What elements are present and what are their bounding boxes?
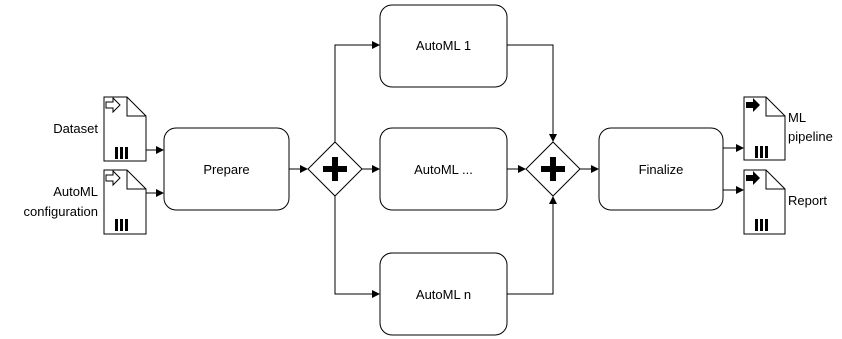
edge-split-to-automl-1 (334, 41, 380, 142)
three-bars-icon (755, 146, 768, 158)
filled-arrow-icon (746, 98, 760, 112)
hollow-arrow-icon (105, 169, 121, 187)
dataset-input-object (103, 96, 147, 162)
finalize-task (598, 127, 724, 211)
edge-split-to-automl-n (334, 196, 380, 298)
ml-pipeline-label-line2: pipeline (788, 129, 833, 144)
automl-1-task (379, 4, 508, 88)
ml-pipeline-output-object (743, 96, 786, 161)
ml-pipeline-label-line1: ML (788, 110, 806, 125)
edge-automl-1-to-join (507, 44, 557, 142)
automl-config-input-object (103, 169, 147, 235)
edge-automl-n-to-join (507, 196, 557, 295)
three-bars-icon (115, 147, 128, 159)
automl-1-label: AutoML 1 (416, 38, 471, 53)
filled-arrow-icon (746, 171, 760, 185)
plus-icon (541, 157, 565, 181)
automl-middle-label: AutoML ... (414, 162, 473, 177)
report-label: Report (788, 193, 827, 208)
dataset-label: Dataset (53, 121, 98, 136)
plus-icon (323, 157, 347, 181)
three-bars-icon (115, 219, 128, 231)
automl-config-label-line1: AutoML (53, 184, 98, 199)
split-parallel-gateway (307, 141, 363, 197)
three-bars-icon (755, 219, 768, 231)
finalize-label: Finalize (639, 162, 684, 177)
automl-n-label: AutoML n (416, 287, 471, 302)
join-parallel-gateway (525, 141, 581, 197)
prepare-label: Prepare (203, 162, 249, 177)
hollow-arrow-icon (105, 96, 121, 114)
automl-config-label-line2: configuration (24, 204, 98, 219)
report-output-object (743, 169, 786, 235)
